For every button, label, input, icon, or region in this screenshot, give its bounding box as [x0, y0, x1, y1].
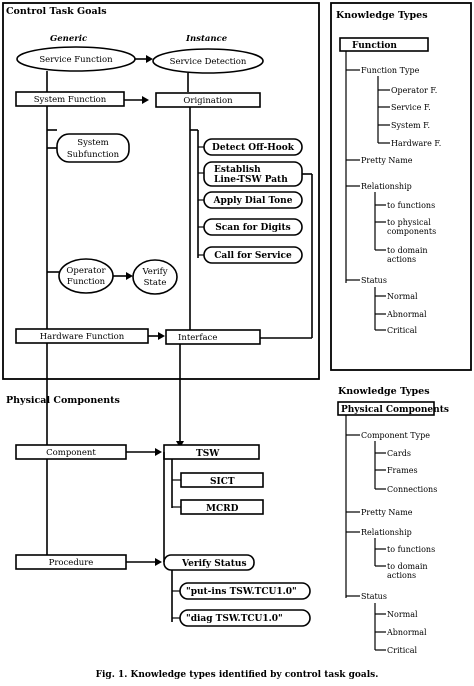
kt-function-relationship: Relationship [361, 182, 412, 191]
step-apply-dial-tone [203, 191, 303, 209]
verify-state-node [132, 259, 178, 295]
kt-type-frames: Frames [387, 466, 418, 475]
kt-rel-physical-2: components [387, 227, 436, 236]
generic-label: Generic [50, 34, 88, 44]
interface-label: Interface [178, 333, 217, 343]
mcrd-label: MCRD [206, 504, 239, 514]
kt-phys-status-normal: Normal [387, 610, 418, 619]
verify-status-label: Verify Status [181, 559, 247, 569]
kt-type-system: System F. [391, 121, 430, 130]
step-scan-digits [203, 218, 303, 236]
interface-node [165, 329, 261, 345]
kt-rel-functions: to functions [387, 201, 435, 210]
kt-type-cards: Cards [387, 449, 411, 458]
procedure-label: Procedure [49, 558, 94, 568]
kt-phys-status-abnormal: Abnormal [386, 628, 427, 637]
arrowhead [158, 332, 165, 340]
operator-function-node [58, 258, 114, 294]
kt-rel-domain-2: actions [387, 255, 416, 264]
step-scan-digits-label: Scan for Digits [215, 223, 290, 233]
kt-physical-status: Status [361, 592, 387, 601]
step-establish-label-1: Establish [214, 165, 261, 175]
arrowhead [155, 448, 162, 456]
kt-rel-physical-1: to physical [387, 218, 431, 227]
verify-state-label-1: Verify [141, 267, 167, 277]
kt-phys-rel-functions: to functions [387, 545, 435, 554]
service-detection-label: Service Detection [170, 57, 247, 67]
system-function-node [15, 91, 125, 107]
verify-status-node [163, 554, 255, 571]
hardware-function-label: Hardware Function [40, 332, 125, 342]
step-call-for-service [203, 246, 303, 264]
kt-type-operator: Operator F. [391, 86, 437, 95]
arrowhead [146, 55, 153, 63]
kt-function-root [339, 37, 429, 52]
step-call-for-service-label: Call for Service [214, 251, 292, 261]
system-subfunction-label-1: System [77, 138, 109, 148]
instance-label: Instance [185, 34, 228, 44]
kt-component-type: Component Type [361, 431, 430, 440]
service-function-label: Service Function [39, 55, 113, 65]
origination-node [155, 92, 261, 108]
arrowhead [142, 96, 149, 104]
kt-function-title: Knowledge Types [336, 10, 428, 21]
control-task-goals-frame [2, 2, 320, 380]
kt-function-type: Function Type [361, 66, 420, 75]
step-detect-off-hook [203, 138, 303, 156]
step-establish-label-2: Line-TSW Path [214, 175, 288, 185]
kt-rel-domain-1: to domain [387, 246, 428, 255]
system-function-label: System Function [34, 95, 107, 105]
operator-function-label-1: Operator [66, 266, 106, 276]
kt-physical-relationship: Relationship [361, 528, 412, 537]
cmd-diag-label: "diag TSW.TCU1.0" [186, 614, 283, 624]
control-task-goals-title: Control Task Goals [6, 6, 107, 17]
kt-physical-pretty-name: Pretty Name [361, 508, 413, 517]
kt-phys-status-critical: Critical [387, 646, 418, 655]
tsw-label: TSW [196, 449, 220, 459]
mcrd-node [180, 499, 264, 515]
step-detect-off-hook-label: Detect Off-Hook [212, 143, 295, 153]
component-label: Component [46, 448, 96, 458]
kt-phys-rel-domain-1: to domain [387, 562, 428, 571]
kt-function-status: Status [361, 276, 387, 285]
kt-type-service: Service F. [391, 103, 431, 112]
kt-physical-root-label: Physical Components [341, 405, 449, 415]
kt-type-connections: Connections [387, 485, 437, 494]
kt-function-root-label: Function [352, 41, 397, 51]
service-detection-node [152, 48, 264, 74]
sict-label: SICT [210, 477, 235, 487]
physical-components-title: Physical Components [6, 395, 120, 406]
step-apply-dial-tone-label: Apply Dial Tone [213, 196, 293, 206]
kt-status-abnormal: Abnormal [386, 310, 427, 319]
sict-node [180, 472, 264, 488]
kt-physical-root [337, 401, 435, 416]
arrowhead [155, 558, 162, 566]
kt-status-normal: Normal [387, 292, 418, 301]
cmd-put-ins-label: "put-ins TSW.TCU1.0" [186, 587, 297, 597]
figure-caption: Fig. 1. Knowledge types identified by co… [96, 670, 379, 680]
cmd-put-ins-node [179, 582, 311, 600]
cmd-diag-node [179, 609, 311, 627]
arrowhead [126, 272, 133, 280]
knowledge-types-function-frame [330, 2, 472, 371]
operator-function-label-2: Function [67, 277, 106, 287]
system-subfunction-label-2: Subfunction [67, 150, 120, 160]
kt-phys-rel-domain-2: actions [387, 571, 416, 580]
kt-type-hardware: Hardware F. [391, 139, 441, 148]
kt-physical-title: Knowledge Types [338, 386, 430, 397]
verify-state-label-2: State [144, 278, 167, 288]
origination-label: Origination [183, 96, 233, 106]
kt-status-critical: Critical [387, 326, 418, 335]
kt-function-pretty-name: Pretty Name [361, 156, 413, 165]
